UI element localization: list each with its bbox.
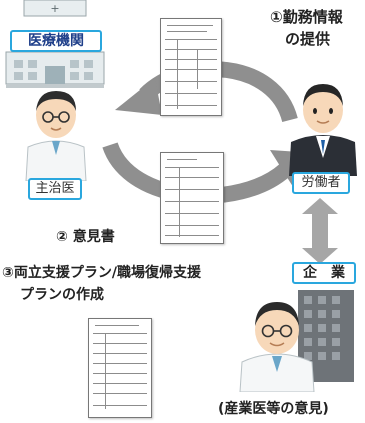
step2-label: ② 意見書 [56,229,115,245]
svg-text:+: + [50,2,59,15]
occupational-opinion-label: (産業医等の意見) [218,401,329,417]
document-work-info [160,18,222,116]
office-building-illustration [298,290,354,382]
medical-institution-label: 医療機関 [10,30,102,52]
double-arrow-vertical [302,198,338,264]
doctor-illustration [25,91,87,181]
worker-illustration [289,84,357,176]
company-label: 企 業 [292,262,356,284]
doctor-label: 主治医 [28,178,82,200]
worker-label: 労働者 [292,172,350,194]
occupational-doctor-illustration [239,302,315,392]
step3-label-line1: ③両立支援プラン/職場復帰支援 [2,265,201,281]
step1-label-line2: の提供 [285,30,331,48]
step3-label-line2: プランの作成 [20,287,104,303]
step1-label-line1: ①勤務情報 [270,8,343,26]
document-support-plan [88,318,152,418]
hospital-illustration: + [0,0,110,90]
document-opinion [160,152,224,244]
